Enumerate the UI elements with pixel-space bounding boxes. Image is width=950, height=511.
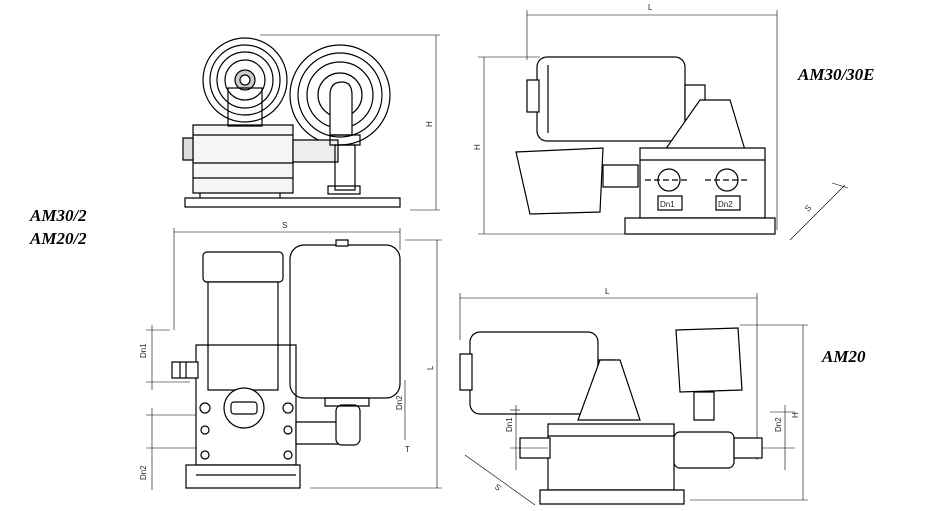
view-am20 xyxy=(460,293,808,505)
dim-h-top-left: H xyxy=(425,121,434,127)
view-am30-30e xyxy=(478,10,848,240)
label-am20-2: AM20/2 xyxy=(30,229,87,248)
dim-dn2-top-right: Dn2 xyxy=(718,200,733,209)
dim-l-top-right: L xyxy=(648,3,653,12)
dim-dn1-front: Dn1 xyxy=(139,343,148,358)
dim-dn1-am20: Dn1 xyxy=(505,417,514,432)
dim-t-front: T xyxy=(405,445,410,454)
dim-s-top-right: S xyxy=(803,203,813,213)
dim-s-front: S xyxy=(282,221,287,230)
dim-dn1-top-right: Dn1 xyxy=(660,200,675,209)
dim-l-am20: L xyxy=(605,287,610,296)
label-am30-30e: AM30/30E xyxy=(798,65,875,84)
dim-dn2-am20: Dn2 xyxy=(774,417,783,432)
dim-dn2-front-left: Dn2 xyxy=(139,465,148,480)
dim-l-front: L xyxy=(426,365,435,370)
dim-dn2-front-right: Dn2 xyxy=(395,395,404,410)
label-am30-2: AM30/2 xyxy=(30,206,87,225)
view-am30-2-front xyxy=(146,228,442,490)
label-am20: AM20 xyxy=(822,347,866,366)
dim-h-top-right: H xyxy=(473,144,482,150)
dim-h-am20: H xyxy=(791,412,800,418)
view-am30-2-side xyxy=(183,35,440,210)
dim-s-am20: S xyxy=(493,482,503,492)
